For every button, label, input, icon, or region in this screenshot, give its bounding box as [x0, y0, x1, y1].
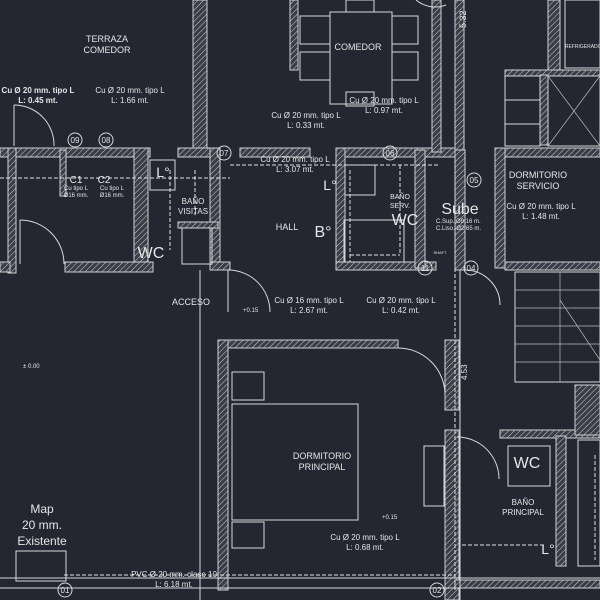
node-markers: 09 08 07 06 05 04 11 02 01 — [57, 132, 482, 598]
lavatory-symbol: L° — [156, 164, 169, 180]
room-refrigerador: REFRIGERADOR — [565, 44, 600, 50]
node-label: 05 — [470, 176, 479, 185]
lavatory-symbol: L° — [323, 177, 336, 193]
node-label: 11 — [421, 264, 430, 273]
level-mark: +0.15 — [243, 308, 259, 314]
water-heater-note: C.Sup. Ø9.16 m.C.Liso. Ø2.65 m. — [436, 219, 481, 232]
wc-symbol: WC — [514, 455, 541, 472]
stairs — [514, 271, 600, 383]
node-04 — [463, 260, 479, 276]
level-mark: +0.15 — [382, 515, 398, 521]
node-08 — [98, 132, 114, 148]
pipe-runs — [0, 160, 596, 590]
dim-vertical: 5.32 — [458, 10, 468, 28]
room-comedor: COMEDOR — [335, 42, 383, 52]
node-label: 02 — [433, 586, 442, 595]
stair-sube-label: Sube — [441, 201, 478, 218]
map-diameter: 20 mm. — [22, 518, 62, 532]
wc-symbol: WC — [392, 212, 419, 229]
bath-symbol: B° — [314, 224, 331, 241]
node-02 — [429, 582, 445, 598]
lavatory-symbol: L° — [541, 541, 554, 557]
meter-box — [15, 550, 67, 582]
room-hall: HALL — [276, 222, 299, 232]
node-label: 07 — [220, 149, 229, 158]
node-06 — [382, 145, 398, 161]
node-label: 01 — [61, 586, 70, 595]
node-01 — [57, 582, 73, 598]
map-label: Map — [30, 502, 54, 516]
node-09 — [67, 132, 83, 148]
level-mark: ± 0.00 — [23, 364, 40, 370]
room-acceso: ACCESO — [172, 297, 210, 307]
node-11 — [417, 260, 433, 276]
meter-legend: Map 20 mm. Existente — [15, 502, 67, 582]
node-label: 04 — [467, 264, 476, 273]
node-label: 08 — [102, 136, 111, 145]
dim-vertical: 4.53 — [460, 364, 469, 380]
shaft-label: SHAFT — [433, 250, 447, 255]
dimensions: 5.32 4.53 +0.15 ± 0.00 +0.15 — [23, 10, 469, 521]
node-05 — [466, 172, 482, 188]
node-label: 06 — [386, 149, 395, 158]
fixture-c2: C2 — [98, 175, 111, 186]
node-label: 09 — [71, 136, 80, 145]
fixture-c1: C1 — [70, 175, 83, 186]
wc-symbol: WC — [138, 245, 165, 262]
map-status: Existente — [17, 534, 67, 548]
node-07 — [216, 145, 232, 161]
